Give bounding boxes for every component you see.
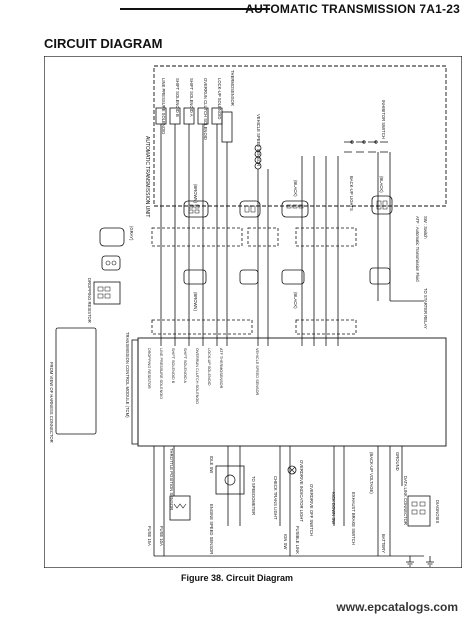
label-black-3: (BLACK) [293, 292, 298, 309]
tcm-outline [137, 337, 447, 447]
label-od-indicator: OVERDRIVE INDICATOR LIGHT [299, 460, 304, 522]
header-rule [120, 8, 270, 10]
connector-brown-1 [183, 200, 209, 218]
label-vss: VEHICLE SPEED SENSOR [256, 114, 261, 166]
ground-symbols [406, 556, 434, 567]
label-brown-2: (BROWN) [193, 292, 198, 311]
figure-caption: Figure 38. Circuit Diagram [180, 573, 294, 583]
tcm-pin-label: LINE PRESSURE SOLENOID [159, 348, 163, 399]
watermark-text: www.epcatalogs.com [336, 600, 458, 614]
label-engine-speed: ENGINE SPEED SENSOR [209, 504, 214, 554]
connector-black-1 [281, 200, 309, 218]
label-fuse-15a: FUSE 15A [147, 526, 152, 546]
label-diagnosis: DIAGNOSIS [435, 500, 440, 523]
label-battery: BATTERY [381, 534, 386, 553]
label-exhaust-brake: EXHAUST BRAKE SWITCH [351, 492, 356, 545]
header-title: AUTOMATIC TRANSMISSION 7A1-23 [245, 2, 460, 16]
label-backup-lights: BACK-UP LIGHTS [349, 176, 354, 211]
label-shift-b: SHIFT SOLENOID B [175, 78, 180, 117]
engine-speed-sensor-block [215, 465, 245, 495]
label-harness-view: FROM VIEW OF HARNESS CONNECTOR [49, 362, 54, 443]
label-shift-a: SHIFT SOLENOID A [189, 78, 194, 117]
tcm-pin-label: OVERRUN CLUTCH SOLENOID [195, 348, 199, 404]
thermosensor-box [221, 111, 233, 143]
dropping-resistor [93, 281, 121, 305]
label-black-2: (BLACK) [379, 176, 384, 193]
section-title: CIRCUIT DIAGRAM [44, 36, 163, 51]
throttle-sensor-block [169, 495, 191, 521]
label-starter-relay: TO STARTER RELAY [423, 288, 428, 329]
label-line-pressure: LINE PRESSURE SOLENOID [161, 78, 166, 134]
label-od-switch: OVERDRIVE OFF SWITCH [309, 484, 314, 536]
label-check-trans: CHECK TRANS LIGHT [273, 476, 278, 520]
tcm-pin-label: VEHICLE SPEED SENSOR [255, 348, 259, 396]
label-backup-voltage: (BACK-UP VOLTAGE) [369, 452, 374, 494]
label-ign-sw: IGN SW [283, 534, 288, 549]
tcm-pin-label: SHIFT SOLENOID A [183, 348, 187, 383]
label-idle-sw: IDLE SW [209, 456, 214, 473]
harness-pin-grid [55, 327, 97, 435]
connector-black-2 [371, 195, 393, 215]
connector-row-upper [151, 227, 357, 247]
label-lockup: LOCK-UP SOLENOID [217, 78, 222, 119]
legend-atf: ATF : Automatic Transmission Fluid [415, 216, 420, 282]
legend-sw: SW : Switch [423, 216, 428, 239]
label-dlc: DATA LINK CONNECTOR [403, 476, 408, 525]
lower-wiring [153, 446, 424, 557]
transmission-unit-label: AUTOMATIC TRANSMISSION UNIT [144, 136, 150, 217]
connector-black-3 [281, 267, 391, 285]
tcm-pin-labels: DROPPING RESISTOR LINE PRESSURE SOLENOID… [147, 348, 259, 404]
label-inhibitor: INHIBITOR SWITCH [381, 100, 386, 139]
label-black-1: (BLACK) [293, 180, 298, 197]
connector-gray-left [99, 227, 125, 271]
wire-bus [160, 124, 424, 346]
label-thermosensor: THERMOSENSOR [230, 70, 235, 106]
connector-gray-mid [239, 269, 259, 285]
label-ground: GROUND [395, 452, 400, 471]
circuit-diagram: AUTOMATIC TRANSMISSION UNIT LINE PRESSUR… [44, 56, 462, 568]
label-gray: (GRAY) [129, 226, 134, 241]
overdrive-lamp [287, 465, 297, 475]
label-brown-1: (BROWN) [193, 184, 198, 203]
label-fusible-link: FUSIBLE LINK [295, 526, 300, 554]
connector-brown-2 [183, 269, 207, 285]
label-fuse-10a: FUSE 10A [159, 526, 164, 546]
label-to-speedometer: TO SPEEDOMETER [251, 476, 256, 515]
tcm-pin-label: LOCK-UP SOLENOID [207, 348, 211, 386]
label-overrun: OVERRUN CLUTCH SOLENOID [203, 78, 208, 140]
tcm-pin-label: ATF THERMOSENSOR [219, 348, 223, 389]
page-header: AUTOMATIC TRANSMISSION 7A1-23 [0, 0, 474, 22]
inhibitor-switch-contacts [344, 140, 388, 153]
tcm-pin-label: DROPPING RESISTOR [147, 348, 151, 389]
connector-row-lower [151, 319, 357, 335]
connector-gray-top [239, 200, 261, 218]
data-link-connector [407, 495, 431, 527]
tcm-pin-label: SHIFT SOLENOID B [171, 348, 175, 384]
label-kick-down: KICK DOWN SW [331, 492, 336, 524]
label-dropping-resistor: DROPPING RESISTOR [87, 278, 92, 323]
transmission-unit-box [153, 65, 447, 207]
vss-coil [254, 144, 262, 170]
label-tcm: TRANSMISSION CONTROL MODULE (TCM) [125, 332, 130, 418]
tcm-left-bar [131, 339, 139, 445]
label-throttle: THROTTLE POSITION SENSOR [169, 448, 174, 510]
